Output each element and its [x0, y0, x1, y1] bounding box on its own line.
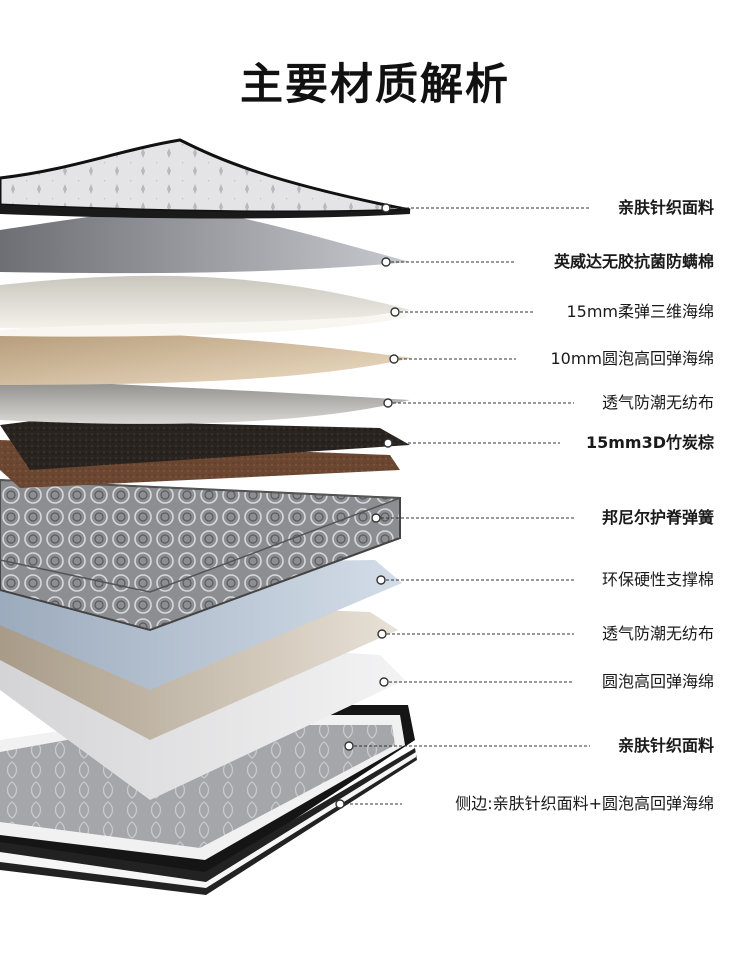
layer-label: 环保硬性支撑棉 — [601, 570, 714, 589]
leader-dot — [381, 203, 391, 213]
layer-label: 邦尼尔护脊弹簧 — [601, 508, 714, 527]
leader-dot — [389, 354, 399, 364]
layer-label: 侧边:亲肤针织面料+圆泡高回弹海绵 — [455, 794, 714, 813]
layer-label: 透气防潮无纺布 — [601, 393, 714, 412]
leader-dot — [390, 307, 400, 317]
layer-gray-felt — [0, 208, 410, 274]
leader-dot — [376, 575, 386, 585]
layer-label: 圆泡高回弹海绵 — [601, 672, 714, 691]
layer-label: 透气防潮无纺布 — [601, 624, 714, 643]
layer-label: 15mm柔弹三维海绵 — [566, 302, 714, 321]
layer-bonnell-springs — [0, 478, 401, 632]
layer-label: 英威达无胶抗菌防螨棉 — [553, 252, 714, 271]
leader-dot — [383, 438, 393, 448]
leader-dot — [377, 629, 387, 639]
leader-dot — [344, 741, 354, 751]
page-title: 主要材质解析 — [240, 60, 510, 110]
leader-dot — [335, 799, 345, 809]
layer-label: 亲肤针织面料 — [617, 198, 714, 217]
leader-lines — [335, 203, 590, 809]
leader-dot — [381, 257, 391, 267]
leader-dot — [383, 398, 393, 408]
layer-label: 10mm圆泡高回弹海绵 — [550, 349, 714, 368]
layer-beige-foam — [0, 330, 412, 385]
layer-gray-nonwoven — [0, 378, 410, 424]
layer-label: 亲肤针织面料 — [617, 736, 714, 755]
layer-top-knit-fabric — [0, 138, 411, 219]
leader-dot — [379, 677, 389, 687]
layer-bamboo-charcoal — [0, 420, 410, 470]
leader-dot — [371, 513, 381, 523]
layer-label: 15mm3D竹炭棕 — [585, 433, 714, 452]
layer-3d-foam — [0, 275, 410, 330]
